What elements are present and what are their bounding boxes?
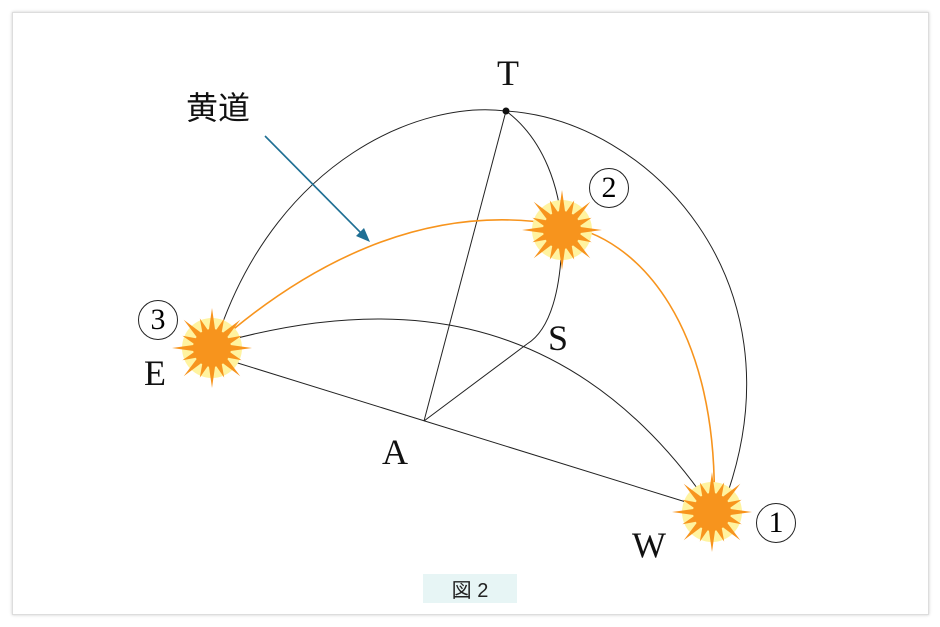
sun-icon-west [672, 472, 752, 552]
position-marker-2: 2 [589, 168, 629, 208]
horizon-arc [229, 318, 701, 493]
label-a: A [382, 432, 408, 472]
line-a-t [423, 110, 507, 422]
label-e: E [144, 353, 166, 393]
position-marker-1: 1 [756, 503, 796, 543]
label-t: T [497, 53, 519, 93]
line-a-s [423, 343, 528, 422]
sun-icon-east [172, 308, 252, 388]
zenith-point [502, 107, 510, 115]
figure-caption: 図 2 [423, 574, 517, 603]
sun-icon-south [522, 190, 602, 270]
label-w: W [632, 525, 666, 565]
position-marker-3: 3 [138, 300, 178, 340]
meridian-outer-arc [219, 109, 747, 493]
ecliptic-path [214, 219, 716, 513]
label-ecliptic: 黄道 [186, 89, 251, 127]
label-s: S [548, 318, 569, 358]
east-west-line [227, 359, 703, 508]
ecliptic-arrow [264, 135, 370, 242]
